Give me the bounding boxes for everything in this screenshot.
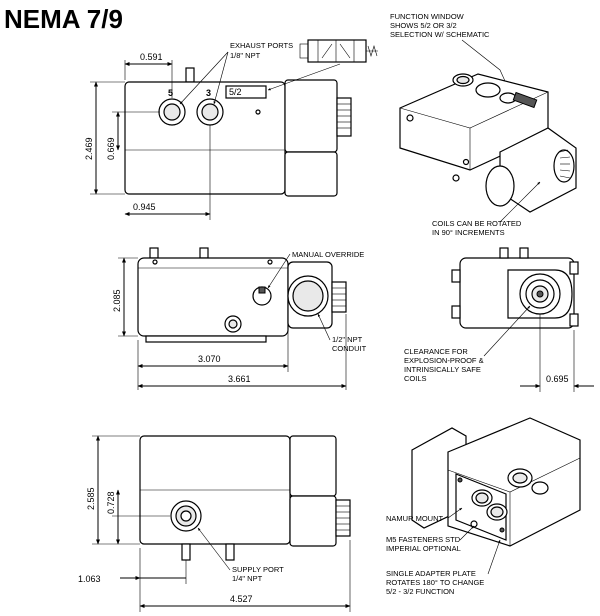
dim-front-overall-width: 3.661 bbox=[228, 374, 251, 384]
callout-conduit: 1/2" NPT CONDUIT bbox=[317, 313, 367, 353]
callout-coils-rotate: COILS CAN BE ROTATED IN 90° INCREMENTS bbox=[432, 181, 541, 237]
valve-schematic-symbol bbox=[299, 39, 378, 63]
side-view-dimensions: 0.695 bbox=[520, 314, 594, 392]
top-view: 5 3 5/2 bbox=[124, 67, 352, 197]
svg-text:SELECTION W/ SCHEMATIC: SELECTION W/ SCHEMATIC bbox=[390, 30, 490, 39]
svg-text:SUPPLY PORT: SUPPLY PORT bbox=[232, 565, 284, 574]
dim-top-inner-height: 0.669 bbox=[106, 137, 116, 160]
port-label-3: 3 bbox=[206, 88, 211, 98]
bottom-view-dimensions: 2.585 0.728 1.063 4.527 bbox=[78, 435, 351, 612]
svg-text:EXHAUST PORTS: EXHAUST PORTS bbox=[230, 41, 293, 50]
function-window-label: 5/2 bbox=[229, 87, 242, 97]
svg-text:COILS CAN BE ROTATED: COILS CAN BE ROTATED bbox=[432, 219, 522, 228]
svg-text:ROTATES 180° TO CHANGE: ROTATES 180° TO CHANGE bbox=[386, 578, 484, 587]
svg-text:FUNCTION WINDOW: FUNCTION WINDOW bbox=[390, 12, 465, 21]
dim-bottom-port-offset: 1.063 bbox=[78, 574, 101, 584]
bottom-view bbox=[139, 435, 351, 561]
dim-bottom-inner-height: 0.728 bbox=[106, 491, 116, 514]
dim-top-width-to-port: 0.945 bbox=[133, 202, 156, 212]
callout-supply-port: SUPPLY PORT 1/4" NPT bbox=[197, 527, 284, 583]
svg-text:CLEARANCE FOR: CLEARANCE FOR bbox=[404, 347, 468, 356]
svg-text:SINGLE ADAPTER PLATE: SINGLE ADAPTER PLATE bbox=[386, 569, 476, 578]
page-title: NEMA 7/9 bbox=[4, 4, 123, 34]
dim-bottom-overall-width: 4.527 bbox=[230, 594, 253, 604]
callout-manual-override: MANUAL OVERRIDE bbox=[267, 250, 364, 289]
svg-text:COILS: COILS bbox=[404, 374, 427, 383]
svg-text:CONDUIT: CONDUIT bbox=[332, 344, 367, 353]
svg-text:SHOWS 5/2 OR 3/2: SHOWS 5/2 OR 3/2 bbox=[390, 21, 457, 30]
top-view-dimensions: 0.591 2.469 0.669 0.945 bbox=[84, 52, 211, 220]
iso-view-top bbox=[399, 73, 577, 213]
callout-adapter-plate: SINGLE ADAPTER PLATE ROTATES 180° TO CHA… bbox=[386, 539, 501, 596]
svg-text:M5 FASTENERS STD: M5 FASTENERS STD bbox=[386, 535, 461, 544]
svg-text:EXPLOSION-PROOF &: EXPLOSION-PROOF & bbox=[404, 356, 484, 365]
svg-text:IMPERIAL OPTIONAL: IMPERIAL OPTIONAL bbox=[386, 544, 461, 553]
svg-text:5/2 - 3/2 FUNCTION: 5/2 - 3/2 FUNCTION bbox=[386, 587, 454, 596]
dim-front-inner-width: 3.070 bbox=[198, 354, 221, 364]
side-view bbox=[451, 247, 579, 329]
svg-text:INTRINSICALLY SAFE: INTRINSICALLY SAFE bbox=[404, 365, 481, 374]
svg-text:1/2" NPT: 1/2" NPT bbox=[332, 335, 363, 344]
svg-text:NAMUR MOUNT: NAMUR MOUNT bbox=[386, 514, 443, 523]
callout-exhaust-ports: EXHAUST PORTS 1/8" NPT bbox=[179, 41, 293, 105]
front-view-dimensions: 2.085 3.070 3.661 bbox=[112, 257, 347, 390]
svg-text:MANUAL OVERRIDE: MANUAL OVERRIDE bbox=[292, 250, 364, 259]
svg-text:1/8" NPT: 1/8" NPT bbox=[230, 51, 261, 60]
callout-namur-mount: NAMUR MOUNT bbox=[386, 507, 463, 523]
dim-bottom-height: 2.585 bbox=[86, 487, 96, 510]
dim-top-port-offset: 0.591 bbox=[140, 52, 163, 62]
dim-front-height: 2.085 bbox=[112, 289, 122, 312]
callout-clearance: CLEARANCE FOR EXPLOSION-PROOF & INTRINSI… bbox=[404, 305, 531, 383]
port-label-5: 5 bbox=[168, 88, 173, 98]
dim-top-height: 2.469 bbox=[84, 137, 94, 160]
callout-fasteners: M5 FASTENERS STD IMPERIAL OPTIONAL bbox=[386, 525, 475, 553]
dim-side-offset: 0.695 bbox=[546, 374, 569, 384]
front-view bbox=[137, 247, 347, 343]
iso-view-bottom bbox=[411, 417, 581, 547]
svg-text:1/4" NPT: 1/4" NPT bbox=[232, 574, 263, 583]
svg-text:IN 90° INCREMENTS: IN 90° INCREMENTS bbox=[432, 228, 505, 237]
